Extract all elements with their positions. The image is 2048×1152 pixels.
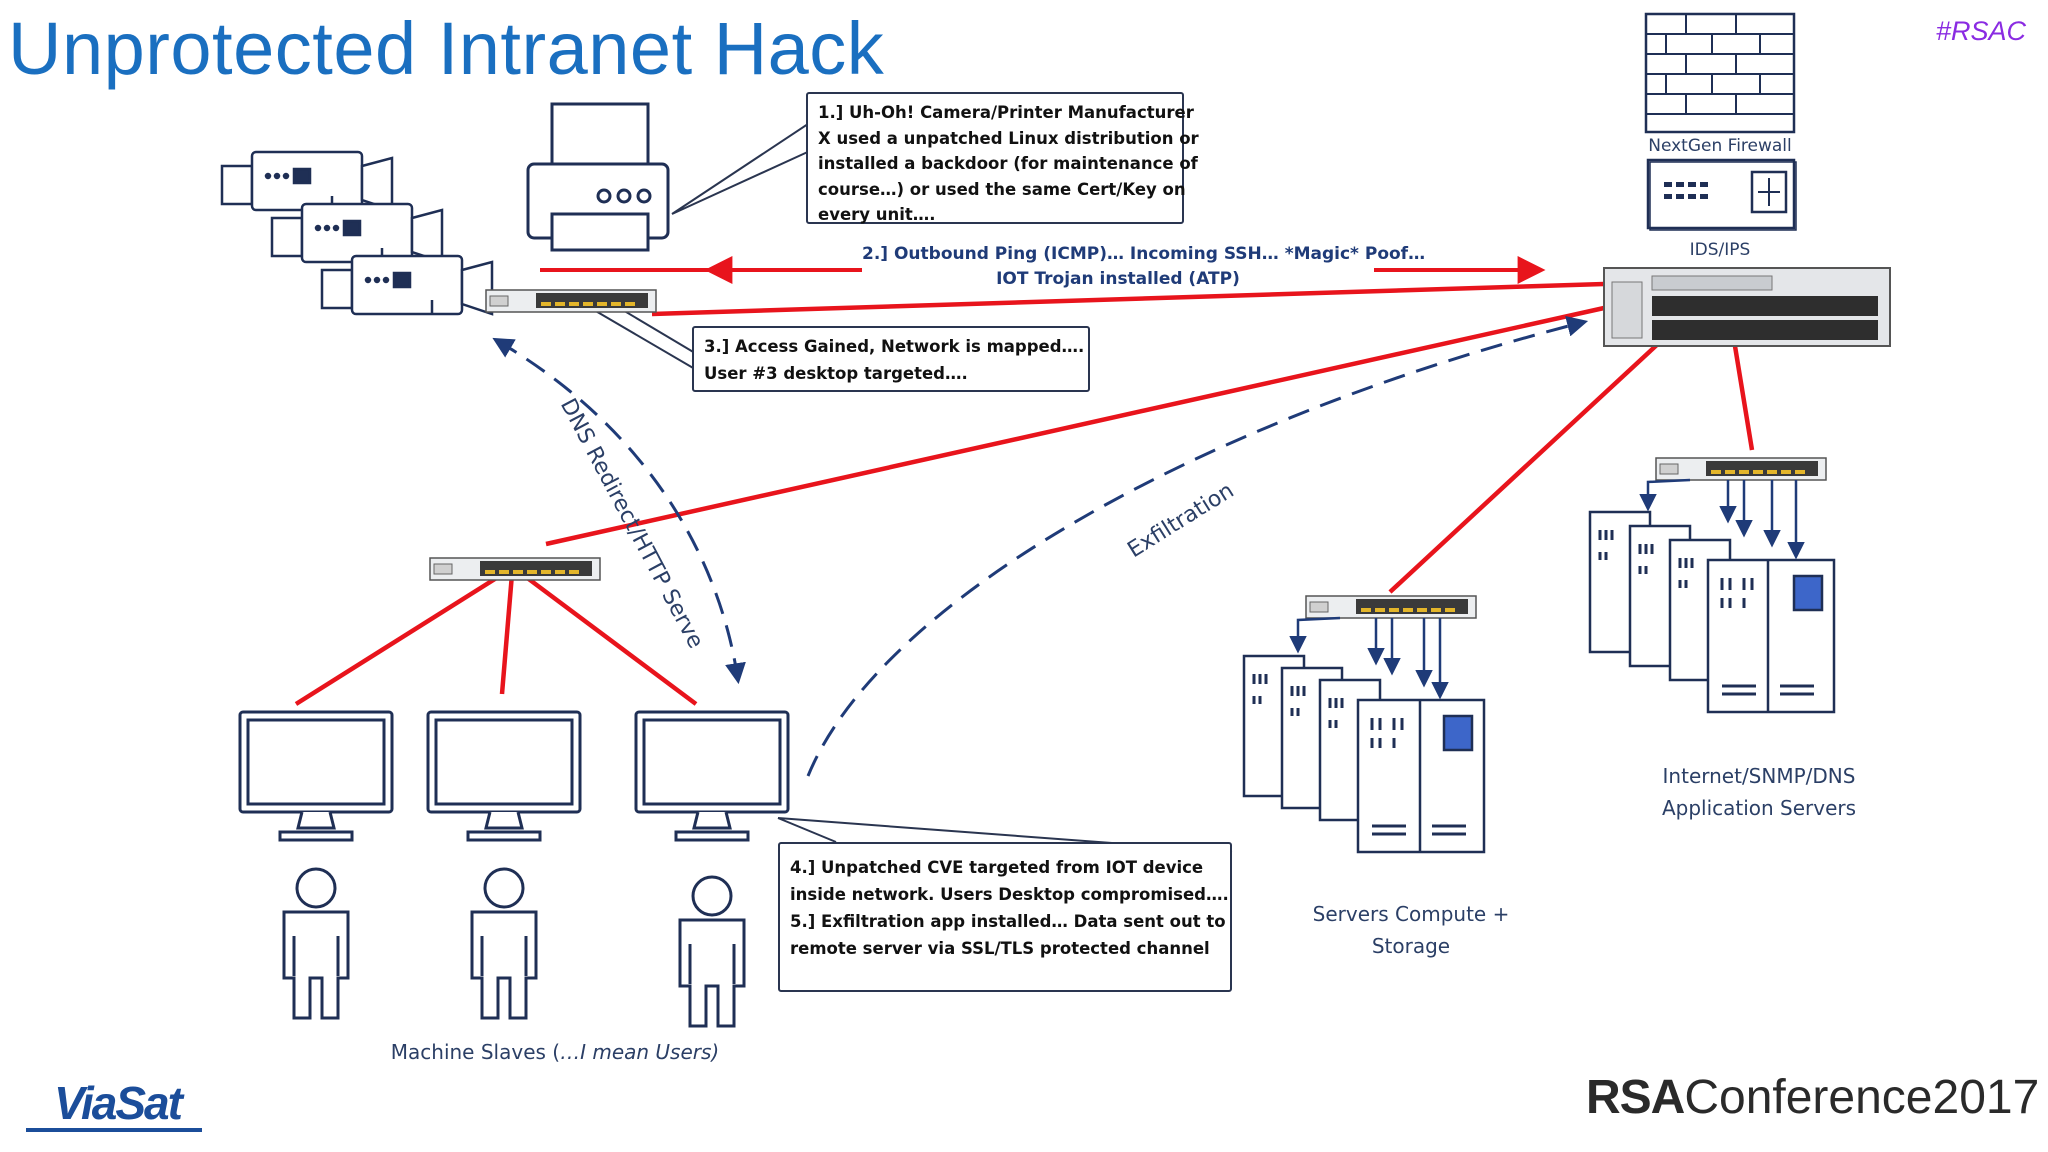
ids-appliance-icon bbox=[1646, 158, 1797, 231]
firewall-label: NextGen Firewall bbox=[1648, 136, 1792, 156]
user-2-icon bbox=[470, 867, 538, 1020]
callout-line: 5.] Exfiltration app installed… Data sen… bbox=[790, 912, 1226, 931]
rsa-conference-logo: RSAConference2017 bbox=[1586, 1070, 2039, 1125]
core-switch-icon bbox=[1603, 267, 1891, 347]
app-servers-label: Internet/SNMP/DNS Application Servers bbox=[1624, 760, 1894, 824]
firewall-brick-wall-icon bbox=[1644, 12, 1796, 134]
application-servers-icon bbox=[1588, 510, 1836, 714]
callout-line: inside network. Users Desktop compromise… bbox=[790, 885, 1229, 904]
rsa-logo-bold: RSA bbox=[1586, 1071, 1685, 1124]
callout-step3: 3.] Access Gained, Network is mapped…. U… bbox=[692, 326, 1090, 392]
user-3-icon bbox=[678, 875, 746, 1028]
callout-line: 1.] Uh-Oh! Camera/Printer Manufacturer bbox=[818, 103, 1194, 122]
viasat-logo-underline bbox=[26, 1128, 202, 1132]
rsa-logo-rest: Conference2017 bbox=[1684, 1071, 2040, 1124]
security-cameras-icon bbox=[220, 150, 494, 316]
compute-servers-line1: Servers Compute + bbox=[1312, 902, 1510, 926]
callout-line: every unit…. bbox=[818, 205, 936, 224]
callout-step1: 1.] Uh-Oh! Camera/Printer Manufacturer X… bbox=[806, 92, 1199, 224]
iot-switch-icon bbox=[485, 289, 657, 313]
callout-line: 4.] Unpatched CVE targeted from IOT devi… bbox=[790, 858, 1204, 877]
compute-servers-icon bbox=[1242, 654, 1486, 854]
page-title: Unprotected Intranet Hack bbox=[8, 7, 885, 90]
monitor-2-icon bbox=[426, 710, 582, 842]
callout-step4-5: 4.] Unpatched CVE targeted from IOT devi… bbox=[778, 842, 1232, 992]
users-label: Machine Slaves (…I mean Users) bbox=[340, 1040, 770, 1064]
callout-line: remote server via SSL/TLS protected chan… bbox=[790, 939, 1210, 958]
app-servers-line2: Application Servers bbox=[1661, 796, 1857, 820]
printer-icon bbox=[526, 102, 670, 252]
app-switch-icon bbox=[1655, 457, 1827, 481]
rsac-hashtag: #RSAC bbox=[1935, 16, 2026, 46]
monitor-1-icon bbox=[238, 710, 394, 842]
callout-line: 3.] Access Gained, Network is mapped…. bbox=[704, 337, 1085, 356]
step2-line2: IOT Trojan installed (ATP) bbox=[996, 269, 1240, 289]
step2-line1: 2.] Outbound Ping (ICMP)… Incoming SSH… … bbox=[862, 244, 1426, 264]
compute-servers-line2: Storage bbox=[1371, 934, 1451, 958]
monitor-3-icon bbox=[634, 710, 790, 842]
callout-line: X used a unpatched Linux distribution or bbox=[818, 128, 1199, 148]
compute-servers-label: Servers Compute + Storage bbox=[1278, 898, 1544, 962]
viasat-logo: ViaSat bbox=[54, 1077, 183, 1129]
app-servers-line1: Internet/SNMP/DNS bbox=[1662, 764, 1856, 788]
ids-label: IDS/IPS bbox=[1689, 240, 1751, 260]
step2-label: 2.] Outbound Ping (ICMP)… Incoming SSH… … bbox=[862, 242, 1426, 292]
user-switch-icon bbox=[429, 557, 601, 581]
user-1-icon bbox=[282, 867, 350, 1020]
callout-line: course…) or used the same Cert/Key on bbox=[818, 179, 1186, 199]
users-label-italic: …I mean Users) bbox=[560, 1040, 720, 1064]
compute-switch-icon bbox=[1305, 595, 1477, 619]
callout-line: User #3 desktop targeted…. bbox=[704, 364, 968, 383]
callout-line: installed a backdoor (for maintenance of bbox=[818, 154, 1198, 173]
users-label-main: Machine Slaves ( bbox=[390, 1040, 561, 1064]
